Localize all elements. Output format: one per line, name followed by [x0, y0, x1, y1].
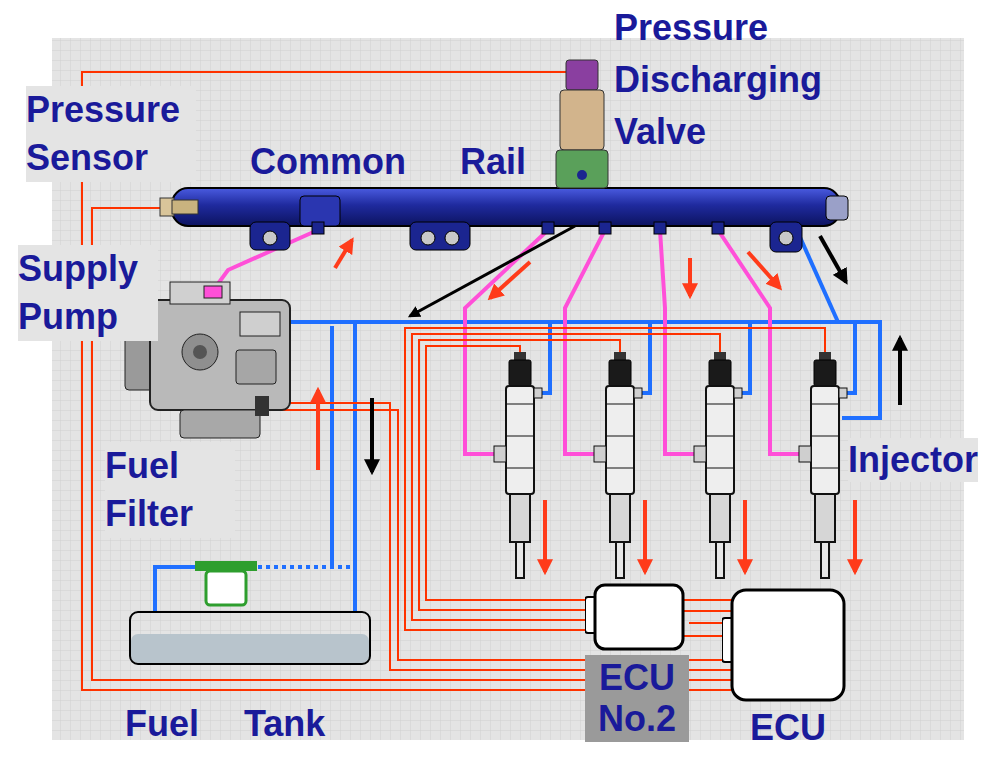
signal-wire [689, 622, 722, 624]
flow-arrow [543, 500, 547, 572]
common-rail-drawing [172, 188, 840, 226]
flow-arrow [643, 500, 647, 572]
return-line [353, 322, 357, 612]
common-rail-drawing [250, 222, 290, 250]
supply-pump-drawing [180, 410, 260, 438]
flow-arrow [820, 236, 846, 282]
common-rail-drawing [826, 196, 848, 220]
return-line [330, 326, 334, 567]
return-line [155, 226, 880, 612]
flow-arrow [370, 398, 374, 472]
supply-pump-drawing [255, 396, 269, 416]
signal-wire [683, 599, 732, 601]
flow-arrow [853, 500, 857, 572]
supply-pump-drawing [170, 282, 230, 304]
common-rail-drawing [654, 222, 666, 234]
fuel-filter-drawing [195, 561, 257, 605]
flow-arrow [898, 338, 902, 405]
discharging-valve-drawing [560, 90, 604, 150]
common-rail-drawing [779, 231, 793, 245]
common-rail-drawing [542, 222, 554, 234]
part-name: Injector [848, 438, 978, 482]
flow-arrow [743, 500, 747, 572]
ecu-unit: ECU No.2 [585, 583, 689, 748]
supply-pump-drawing [193, 345, 207, 359]
part-name: Fuel Filter [105, 442, 235, 538]
injector-drawing [594, 352, 642, 578]
flow-arrow [748, 252, 780, 288]
part-name: Common Rail [250, 142, 526, 182]
discharging-valve-drawing [577, 170, 587, 180]
high-pressure-pipe [660, 230, 694, 454]
common-rail-drawing [421, 231, 435, 245]
supply-pump-drawing [182, 334, 218, 370]
flow-arrow [688, 258, 692, 296]
ecu-box [732, 590, 844, 700]
flow-arrow [490, 262, 530, 298]
return-line [155, 567, 205, 612]
signal-wire [412, 334, 720, 620]
pressure-sensor-drawing [172, 200, 198, 214]
high-pressure-pipe [565, 230, 605, 454]
node-label: Fuel Tank [125, 704, 379, 744]
tank-fuel [131, 634, 369, 663]
signal-wire [683, 635, 722, 637]
common-rail-drawing [770, 222, 802, 252]
injector-drawing [799, 352, 847, 578]
return-line [742, 322, 750, 393]
supply-pump-drawing [150, 300, 290, 410]
common-rail-drawing [599, 222, 611, 234]
discharging-valve-drawing [556, 60, 608, 188]
tank-outline [130, 612, 370, 664]
flow-arrow [335, 240, 352, 268]
signal-wire [92, 208, 732, 680]
pressure-sensor-drawing [160, 198, 198, 216]
ecu-box [595, 585, 683, 649]
discharging-valve-drawing [566, 60, 598, 90]
injector-drawing [694, 352, 742, 578]
fuel-filter-drawing [206, 571, 246, 605]
flow-arrow [316, 390, 320, 470]
return-line [847, 322, 855, 393]
fuel-tank: Fuel Tank [125, 606, 379, 746]
supply-pump-drawing [204, 286, 222, 298]
flow-arrow [318, 236, 900, 572]
part-name: Pressure Discharging Valve [614, 2, 854, 158]
ecu-unit: ECU [722, 588, 854, 756]
flow-arrow [410, 226, 575, 316]
common-rail-drawing [172, 188, 848, 252]
discharging-valve-drawing [556, 150, 608, 188]
return-line [642, 322, 650, 393]
common-rail-drawing [312, 222, 324, 234]
common-rail-drawing [445, 231, 459, 245]
supply-pump-drawing [236, 350, 276, 384]
common-rail-drawing [410, 222, 470, 250]
injector-drawing [494, 352, 542, 578]
part-name: Pressure Sensor [26, 86, 196, 182]
supply-pump-drawing [240, 312, 280, 336]
part-name: Supply Pump [18, 245, 158, 341]
common-rail-drawing [263, 231, 277, 245]
signal-wire [683, 610, 732, 612]
return-line [258, 565, 352, 569]
node-label: ECU [722, 708, 854, 748]
signal-wire [419, 340, 620, 610]
return-line [542, 322, 550, 393]
node-label: ECU No.2 [585, 655, 689, 742]
signal-wire [426, 346, 585, 600]
common-rail-drawing [712, 222, 724, 234]
